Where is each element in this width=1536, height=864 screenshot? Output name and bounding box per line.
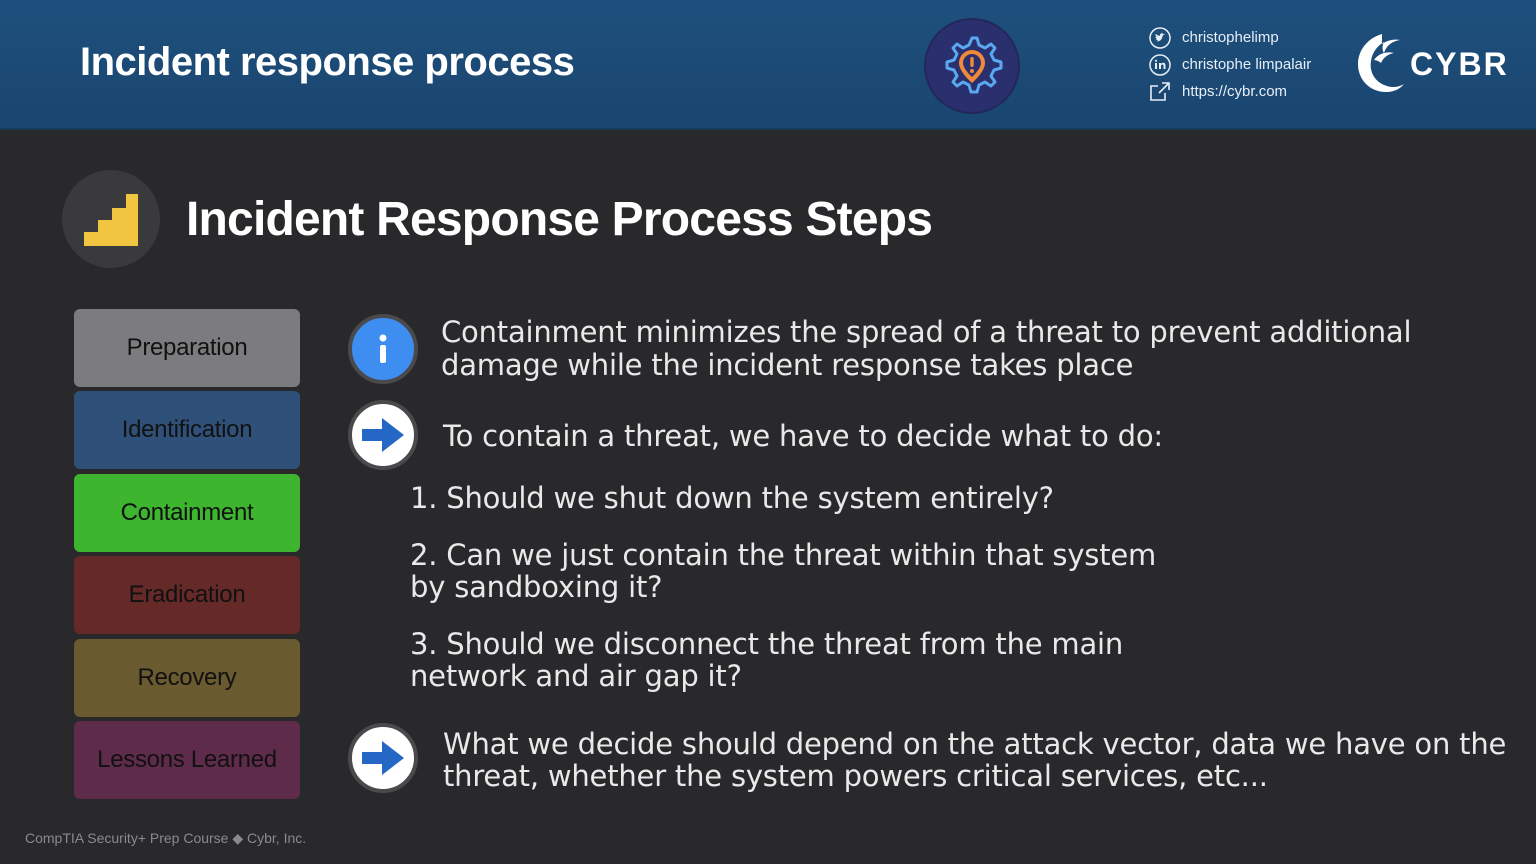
option-1: 1. Should we shut down the system entire… — [410, 481, 1054, 515]
stairs-icon — [62, 170, 160, 268]
twitter-icon — [1148, 26, 1172, 50]
linkedin-name: christophe limpalair — [1182, 56, 1312, 73]
section-title: Incident Response Process Steps — [186, 193, 933, 246]
step-preparation[interactable]: Preparation — [74, 309, 300, 387]
step-identification[interactable]: Identification — [74, 391, 300, 470]
info-text-line2: damage while the incident response takes… — [441, 348, 1134, 382]
option-3-line2: network and air gap it? — [410, 659, 742, 693]
cybr-logo: CYBR — [1352, 30, 1509, 98]
option-2-line2: by sandboxing it? — [410, 570, 663, 604]
external-link-icon — [1148, 80, 1172, 104]
info-text-line1: Containment minimizes the spread of a th… — [441, 315, 1412, 349]
step-recovery[interactable]: Recovery — [74, 638, 300, 717]
linkedin-icon — [1148, 53, 1172, 77]
website-link[interactable]: https://cybr.com — [1148, 78, 1311, 105]
arrow-right-icon-2 — [348, 723, 418, 793]
depend-text-line1: What we decide should depend on the atta… — [443, 727, 1507, 761]
steps-list: Preparation Identification Containment E… — [74, 309, 300, 803]
decide-text: To contain a threat, we have to decide w… — [443, 419, 1163, 453]
social-links: christophelimp christophe limpalair http… — [1148, 24, 1311, 105]
gear-alert-icon — [926, 20, 1018, 112]
info-icon — [348, 314, 418, 384]
logo-text: CYBR — [1410, 45, 1509, 82]
depend-text-line2: threat, whether the system powers critic… — [443, 759, 1268, 793]
website-url: https://cybr.com — [1182, 83, 1288, 100]
header-title: Incident response process — [80, 40, 575, 84]
arrow-right-icon — [348, 400, 418, 470]
twitter-handle: christophelimp — [1182, 29, 1279, 46]
footer-text: CompTIA Security+ Prep Course ◆ Cybr, In… — [25, 830, 307, 846]
header-bar: Incident response process christophelimp… — [0, 0, 1536, 130]
step-eradication[interactable]: Eradication — [74, 556, 300, 635]
cybr-bird-icon — [1358, 34, 1404, 92]
option-2-line1: 2. Can we just contain the threat within… — [410, 538, 1157, 572]
step-containment[interactable]: Containment — [74, 473, 300, 552]
twitter-link[interactable]: christophelimp — [1148, 24, 1311, 51]
step-lessons-learned[interactable]: Lessons Learned — [74, 720, 300, 799]
option-3-line1: 3. Should we disconnect the threat from … — [410, 627, 1124, 661]
linkedin-link[interactable]: christophe limpalair — [1148, 51, 1311, 78]
